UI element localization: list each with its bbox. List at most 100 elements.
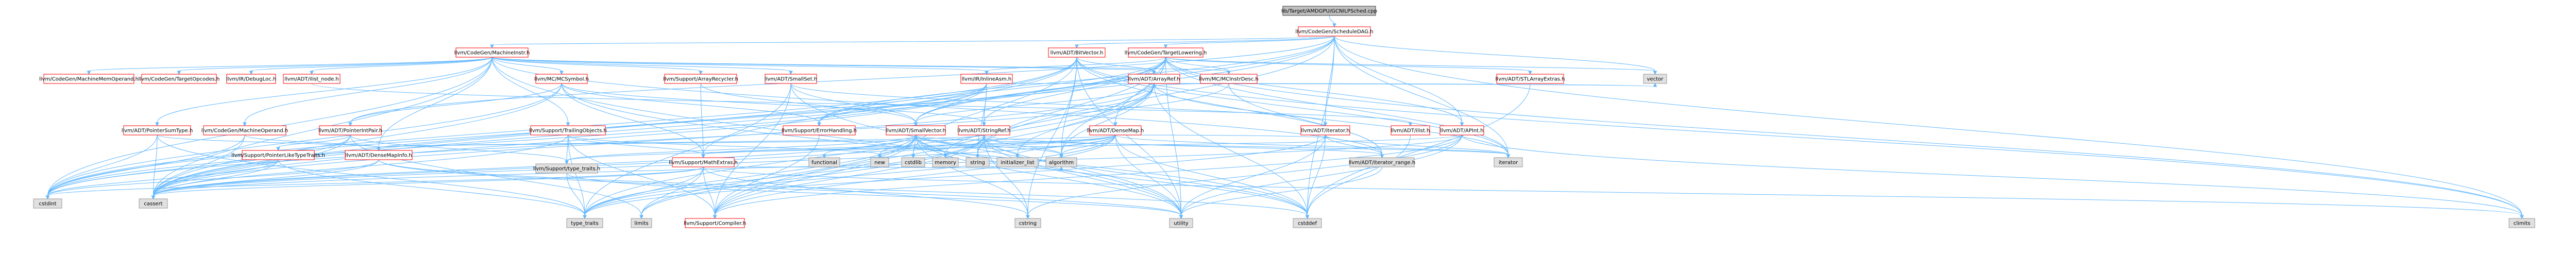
node-apint[interactable]: llvm/ADT/APInt.h	[1439, 125, 1484, 136]
edge-line	[1165, 57, 1462, 123]
node-trailing[interactable]: llvm/Support/TrailingObjects.h	[529, 125, 607, 136]
edge-line	[47, 83, 987, 196]
edge-line	[1115, 134, 1509, 155]
node-tgtops[interactable]: llvm/CodeGen/TargetOpcodes.h	[139, 74, 220, 84]
node-bitvector[interactable]: llvm/ADT/BitVector.h	[1048, 47, 1106, 58]
node-densemapinfo[interactable]: llvm/ADT/DenseMapInfo.h	[345, 150, 413, 160]
edge-line	[1325, 134, 1382, 155]
node-tli[interactable]: llvm/CodeGen/TargetLowering.h	[1125, 47, 1207, 58]
node-cassert: cassert	[139, 198, 168, 209]
node-label: new	[874, 160, 885, 166]
node-box	[43, 74, 134, 84]
node-label: cstring	[1019, 221, 1037, 227]
node-typetraitsstd: type_traits	[566, 218, 603, 228]
edge-mcsymbol-to-mathextras	[561, 83, 705, 159]
edge-line	[1165, 57, 1509, 155]
node-vector: vector	[1643, 74, 1667, 84]
edge-arrowhead	[377, 147, 381, 151]
edge-sdag-to-machinstr	[490, 36, 1335, 49]
node-densemap[interactable]: llvm/ADT/DenseMap.h	[1087, 125, 1144, 136]
node-stringref[interactable]: llvm/ADT/StringRef.h	[957, 125, 1011, 136]
node-ilistnode[interactable]: llvm/ADT/ilist_node.h	[283, 74, 341, 84]
node-smallset[interactable]: llvm/ADT/SmallSet.h	[765, 74, 817, 84]
node-compiler[interactable]: llvm/Support/Compiler.h	[684, 218, 746, 228]
node-iteratorstd: iterator	[1494, 157, 1523, 167]
node-debugloc[interactable]: llvm/IR/DebugLoc.h	[226, 74, 276, 84]
node-errhandling[interactable]: llvm/Support/ErrorHandling.h	[782, 125, 857, 136]
node-label: llvm/CodeGen/ScheduleDAG.h	[1295, 29, 1373, 35]
node-ptrintpair[interactable]: llvm/ADT/PointerIntPair.h	[318, 125, 382, 136]
node-machoperand[interactable]: llvm/CodeGen/MachineOperand.h	[201, 125, 288, 136]
edge-densemap-to-typetraits	[565, 134, 1116, 165]
edge-line	[1228, 83, 1382, 155]
edge-line	[584, 134, 1326, 216]
node-ptrliketype[interactable]: llvm/Support/PointerLikeTypeTraits.h	[231, 150, 325, 160]
node-inlineasm[interactable]: llvm/IR/InlineAsm.h	[960, 74, 1013, 84]
node-cstring: cstring	[1014, 218, 1041, 228]
node-box	[33, 198, 62, 209]
node-smallvector[interactable]: llvm/ADT/SmallVector.h	[886, 125, 946, 136]
node-label: llvm/CodeGen/MachineMemOperand.h	[39, 77, 139, 82]
node-iterator[interactable]: llvm/ADT/iterator.h	[1300, 125, 1350, 136]
node-label: llvm/Support/Compiler.h	[684, 221, 746, 227]
edge-arrowhead	[1152, 71, 1156, 75]
edge-arrowhead	[1179, 215, 1183, 219]
node-arecycler[interactable]: llvm/Support/ArrayRecycler.h	[663, 74, 738, 84]
node-box	[345, 150, 413, 160]
edge-arrowhead	[1408, 122, 1413, 127]
edge-sdag-to-apint	[1334, 36, 1464, 127]
edge-line	[1076, 57, 1181, 216]
node-label: cstdlib	[905, 160, 922, 166]
node-box	[2509, 218, 2535, 228]
edge-line	[1154, 83, 1509, 155]
node-label: memory	[935, 160, 956, 166]
node-label: llvm/ADT/STLArrayExtras.h	[1496, 77, 1565, 82]
edge-line	[311, 57, 493, 72]
node-sdag[interactable]: llvm/CodeGen/ScheduleDAG.h	[1295, 26, 1374, 37]
edge-arrowhead	[817, 122, 821, 127]
node-stlextras[interactable]: llvm/ADT/STLArrayExtras.h	[1496, 74, 1565, 84]
node-label: llvm/ADT/StringRef.h	[957, 128, 1010, 134]
node-root[interactable]: lib/Target/AMDGPU/GCNILPSched.cpp	[1281, 6, 1377, 16]
edge-line	[879, 134, 1116, 155]
node-label: cstdint	[39, 201, 56, 207]
edge-line	[641, 166, 704, 216]
edge-line	[977, 134, 985, 155]
edge-line	[819, 57, 1166, 123]
node-mcsymbol[interactable]: llvm/MC/MCSymbol.h	[534, 74, 589, 84]
node-mathextras[interactable]: llvm/Support/MathExtras.h	[669, 157, 738, 167]
edge-arrowhead	[1059, 154, 1063, 159]
edge-line	[1115, 134, 1326, 139]
edge-line	[584, 83, 1155, 216]
node-mcinstrdesc[interactable]: llvm/MC/MCInstrDesc.h	[1199, 74, 1259, 84]
edge-line	[1061, 57, 1166, 155]
edge-line	[153, 166, 704, 196]
edge-mathextras-to-compiler	[703, 166, 717, 219]
node-machinstr[interactable]: llvm/CodeGen/MachineInstr.h	[454, 47, 530, 58]
edge-arrowhead	[310, 71, 314, 75]
edge-line	[1307, 83, 1531, 216]
edge-arrowhead	[1332, 23, 1336, 28]
edge-line	[350, 83, 562, 123]
node-iterrange: llvm/ADT/iterator_range.h	[1349, 157, 1415, 167]
edge-arrowhead	[1163, 44, 1168, 49]
node-label: llvm/ADT/iterator.h	[1301, 128, 1349, 134]
node-box	[1494, 157, 1523, 167]
edge-densemap-to-densemapinfo	[377, 134, 1116, 151]
edge-line	[1027, 134, 1462, 216]
edge-line	[1334, 36, 1509, 155]
node-arrayref[interactable]: llvm/ADT/ArrayRef.h	[1128, 74, 1180, 84]
node-label: llvm/Support/PointerLikeTypeTraits.h	[231, 153, 325, 159]
edge-line	[153, 159, 379, 196]
node-mmo[interactable]: llvm/CodeGen/MachineMemOperand.h	[39, 74, 139, 84]
node-ptrsumtype[interactable]: llvm/ADT/PointerSumType.h	[122, 125, 193, 136]
node-ilist[interactable]: llvm/ADT/ilist.h	[1391, 125, 1430, 136]
edge-arrowhead	[1460, 122, 1464, 127]
edge-line	[244, 57, 493, 123]
node-box	[1643, 74, 1667, 84]
node-box	[685, 218, 745, 228]
edge-line	[278, 159, 585, 216]
edge-tli-to-climits	[1165, 57, 2524, 219]
edge-arrowhead	[1506, 154, 1511, 159]
